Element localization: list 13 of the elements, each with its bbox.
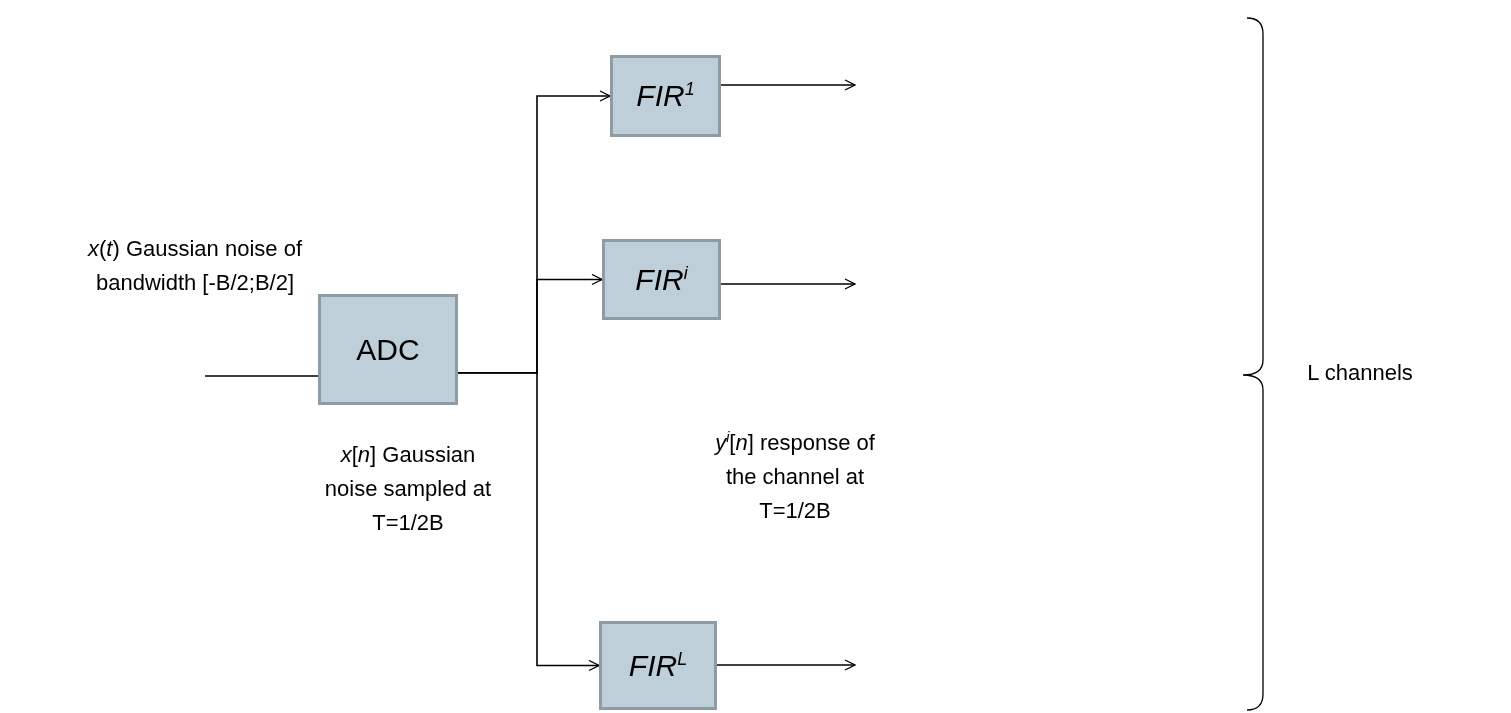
arrow xyxy=(720,278,856,290)
brace-label: L channels xyxy=(1306,359,1414,387)
arrow xyxy=(457,372,600,672)
arrow xyxy=(720,79,856,91)
arrow xyxy=(716,659,856,671)
connector-line xyxy=(204,375,319,377)
filter-box: FIR$^{1}$ xyxy=(610,55,721,137)
signal-description: x[n] Gaussian noise sampled at T=1/2B xyxy=(323,441,493,537)
signal-description: x(t) Gaussian noise of bandwidth [-B/2;B/2] xyxy=(86,235,303,297)
filter-box: FIR$^{L}$ xyxy=(599,621,717,710)
signal-description: y$^{i}$[n] response of the channel at T=1/2B xyxy=(713,428,876,526)
adc-box: ADC xyxy=(318,294,458,405)
filter-box: FIR$^{i}$ xyxy=(602,239,721,320)
